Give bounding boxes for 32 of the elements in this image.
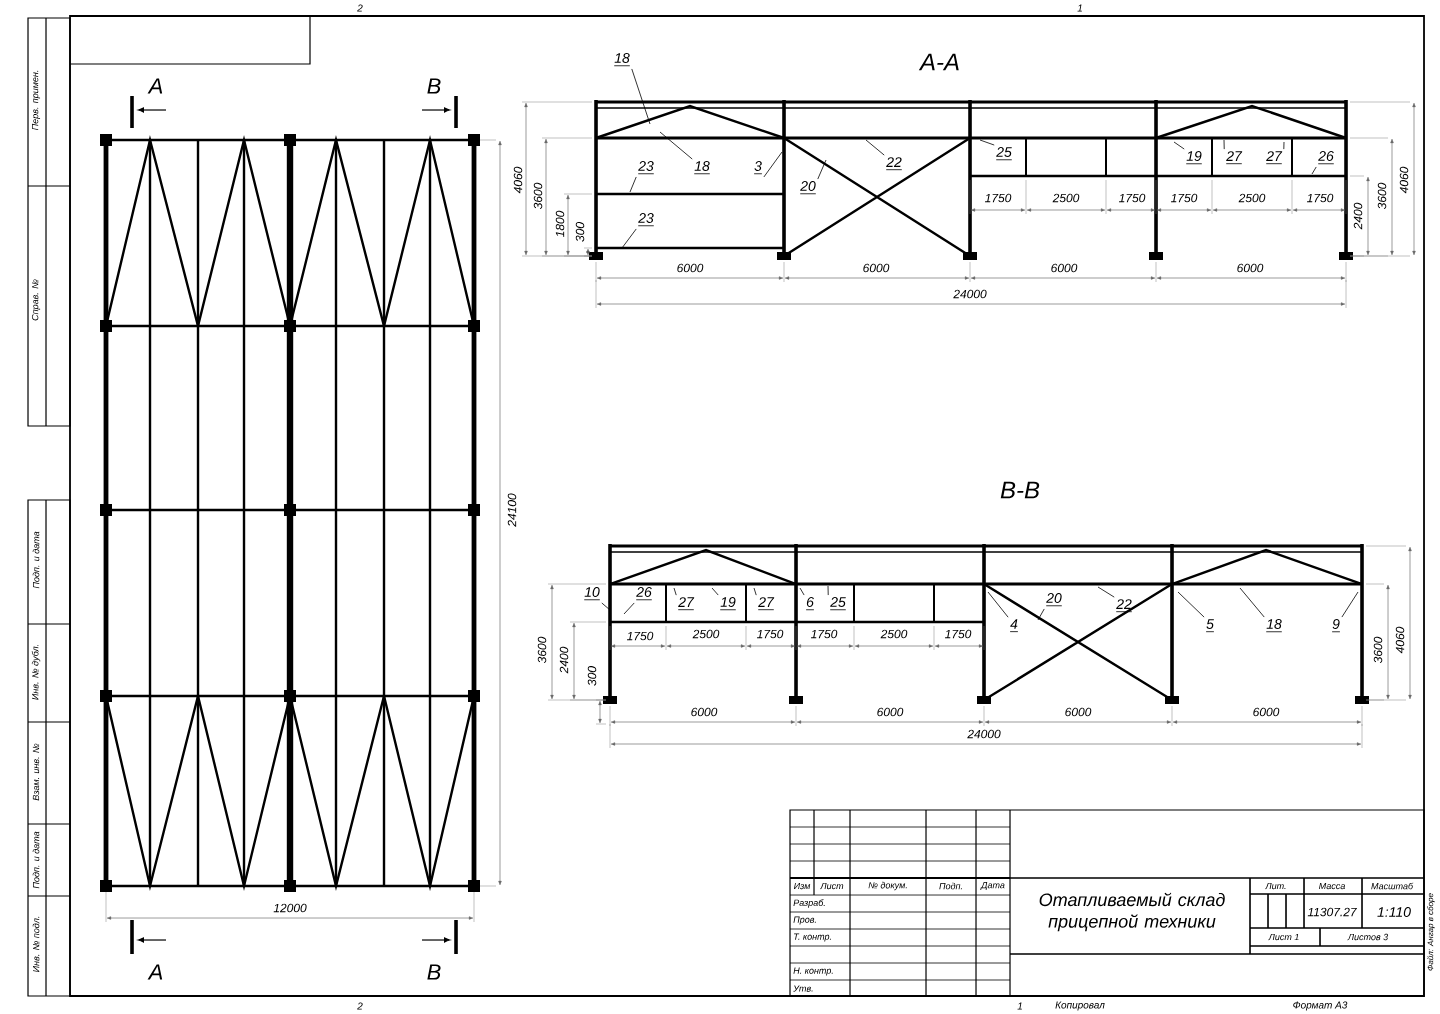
leader-line — [1239, 587, 1265, 618]
leader-line — [1173, 141, 1185, 150]
leader-line — [979, 139, 995, 146]
leader-line — [673, 587, 677, 596]
leader-line — [1177, 591, 1205, 618]
leader-line — [621, 228, 637, 249]
leader-line — [763, 151, 783, 178]
leader-line — [1341, 591, 1359, 618]
drawing-title: Отапливаемый склад прицепной техники — [1039, 892, 1225, 932]
leader-line — [711, 587, 719, 596]
leader-line — [1223, 139, 1225, 150]
leader-line — [1283, 141, 1285, 150]
leader-line — [827, 585, 829, 596]
leader-line — [601, 602, 611, 611]
section-letter: А — [147, 78, 163, 94]
leader-line — [623, 602, 635, 615]
section-letter: В — [427, 964, 441, 980]
leader-line — [629, 176, 637, 193]
section-letter: А — [147, 964, 163, 980]
leader-line — [817, 159, 827, 180]
leader-line — [1037, 608, 1045, 621]
leader-line — [631, 68, 651, 125]
leader-line — [987, 591, 1009, 618]
leader-line — [865, 139, 885, 156]
section-title: А-А — [918, 53, 959, 71]
leader-line — [659, 131, 693, 160]
leader-line — [1097, 586, 1115, 598]
leader-line — [1311, 166, 1317, 175]
section-letter: В — [427, 78, 441, 94]
leader-line — [799, 587, 805, 596]
section-title: В-В — [1000, 481, 1040, 499]
leader-line — [753, 587, 757, 596]
